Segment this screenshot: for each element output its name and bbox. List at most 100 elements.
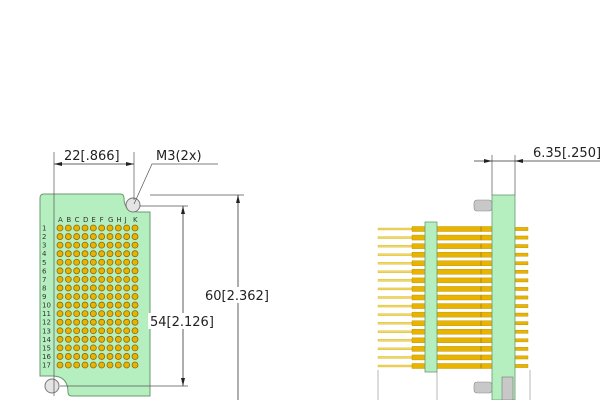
row-label: 15 <box>42 344 51 352</box>
pin-contact <box>98 250 106 258</box>
pin-contact <box>73 275 81 283</box>
pin-contact <box>81 267 89 275</box>
side-view: 6.35[.250] <box>377 146 600 400</box>
pin-contact <box>106 335 114 343</box>
pin-contact <box>89 361 97 369</box>
arrow <box>181 378 185 386</box>
pin-contact <box>64 241 72 249</box>
retainer-plate <box>424 221 438 373</box>
row-label: 16 <box>42 353 51 361</box>
pin-contact <box>131 275 139 283</box>
pin-contact <box>131 318 139 326</box>
pin-contact <box>89 233 97 240</box>
pin-contact <box>56 258 64 266</box>
pin-contact <box>81 327 89 335</box>
pin-contact <box>114 267 122 275</box>
pin-contact <box>73 258 81 266</box>
pin-contact <box>114 310 122 318</box>
pin-contact <box>64 353 72 360</box>
hole-spacing-dimension-label: 54[2.126] <box>150 315 214 330</box>
pin-contact <box>123 318 131 326</box>
pin-contact <box>98 258 106 266</box>
pin-contact <box>81 258 89 266</box>
pin-contact <box>123 284 131 292</box>
pin-contact <box>106 241 114 249</box>
row-label: 1 <box>42 225 46 233</box>
pin-contact <box>81 233 89 240</box>
pin-contact <box>131 241 139 249</box>
column-label: D <box>83 216 88 224</box>
width-dimension-label: 22[.866] <box>64 149 120 164</box>
height-dimension-label: 60[2.362] <box>205 289 269 304</box>
arrow <box>181 206 185 214</box>
pin-contact <box>123 267 131 275</box>
leader-line <box>133 163 218 205</box>
pin-contact <box>89 301 97 309</box>
pin-contact <box>73 250 81 258</box>
pin-contact <box>114 224 122 232</box>
pin-contact <box>64 344 72 352</box>
pin-contact <box>64 267 72 275</box>
pin-contact <box>81 293 89 300</box>
column-label: C <box>75 216 80 224</box>
pin-contact <box>89 224 97 232</box>
row-label: 8 <box>42 284 46 292</box>
pin-contact <box>56 241 64 249</box>
pin-contact <box>64 318 72 326</box>
pin-contact <box>89 344 97 352</box>
pin-contact <box>73 335 81 343</box>
pin-contact <box>98 335 106 343</box>
pin-contact <box>73 284 81 292</box>
pin-contact <box>131 361 139 369</box>
pin-contact <box>114 284 122 292</box>
mounting-screw <box>501 376 514 400</box>
pin-contact <box>131 284 139 292</box>
pin-contact <box>106 275 114 283</box>
main-plate <box>491 194 516 400</box>
pin-contact <box>56 267 64 275</box>
pin-contact <box>106 224 114 232</box>
pin-contact <box>81 344 89 352</box>
pin-contact <box>73 344 81 352</box>
pin-contact <box>123 301 131 309</box>
pin-contact <box>131 258 139 266</box>
row-label: 13 <box>42 327 51 335</box>
pin-contact <box>131 293 139 300</box>
pin-contact <box>106 233 114 240</box>
pin-contact <box>98 301 106 309</box>
pin-contact <box>123 344 131 352</box>
pin-contact <box>114 250 122 258</box>
column-label: F <box>100 216 104 224</box>
pin-contact <box>89 310 97 318</box>
row-label: 17 <box>42 362 51 370</box>
pin-contact <box>114 301 122 309</box>
column-label: G <box>108 216 113 224</box>
pin-contact <box>131 353 139 360</box>
pin-contact <box>73 301 81 309</box>
pin-contact <box>123 233 131 240</box>
pin-contact <box>123 293 131 300</box>
pin-contact <box>114 327 122 335</box>
column-label: E <box>91 216 95 224</box>
pin-contact <box>98 310 106 318</box>
pin-contact <box>123 241 131 249</box>
arrow <box>484 159 492 163</box>
row-label: 3 <box>42 242 46 250</box>
row-label: 14 <box>42 336 51 344</box>
pin <box>377 329 529 335</box>
pin-contact <box>98 267 106 275</box>
pin-contact <box>131 344 139 352</box>
pin-contact <box>64 335 72 343</box>
pin-contact <box>64 310 72 318</box>
pin-contact <box>106 301 114 309</box>
pin-contact <box>89 293 97 300</box>
pin-contact <box>64 233 72 240</box>
pin-contact <box>98 233 106 240</box>
pin-contact <box>56 284 64 292</box>
row-label: 7 <box>42 276 46 284</box>
pin-contact <box>98 318 106 326</box>
pin-contact <box>131 267 139 275</box>
pin-contact <box>89 275 97 283</box>
pin-contact <box>98 353 106 360</box>
